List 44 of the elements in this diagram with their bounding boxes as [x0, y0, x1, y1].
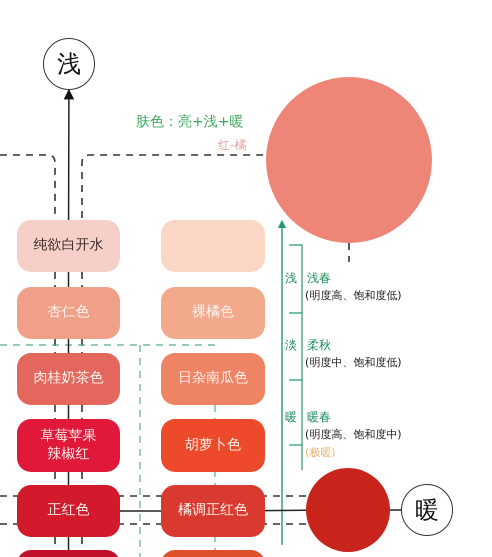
connector-line — [390, 509, 401, 511]
tone-marker: 浅 — [285, 270, 297, 287]
tone-marker: 淡 — [285, 337, 297, 354]
circle-label — [43, 38, 95, 90]
season-name: 暖春 — [307, 409, 331, 426]
tone-marker: 暖 — [285, 409, 297, 426]
color-name: 肉桂奶茶色 — [32, 370, 104, 388]
color-name: 日杂南瓜色 — [177, 370, 249, 388]
color-box — [17, 485, 120, 537]
color-name: 纯欲白开水 — [32, 237, 104, 255]
color-name: 橘调正红色 — [177, 502, 249, 520]
color-box — [161, 287, 265, 339]
connector-line — [68, 405, 70, 419]
axis-label: 浅 — [57, 49, 81, 79]
color-box — [17, 287, 120, 339]
color-name: 草莓苹果辣椒红 — [40, 428, 98, 463]
connector-line — [68, 472, 70, 485]
arrow — [64, 88, 74, 220]
color-box — [161, 485, 265, 537]
circle-label — [401, 484, 453, 536]
color-box — [161, 419, 265, 472]
color-box — [17, 353, 120, 405]
connector-line — [265, 510, 306, 512]
connector-line — [68, 272, 70, 287]
color-name: 杏仁色 — [46, 304, 90, 322]
season-name: 柔秋 — [307, 337, 331, 354]
axis-label: 暖 — [415, 495, 439, 525]
skin-tone-note: 肤色：亮+浅+暖 — [136, 113, 244, 131]
color-name: 裸橘色 — [191, 304, 235, 322]
connector-line — [68, 339, 70, 353]
connector-line — [68, 537, 70, 550]
connector-line — [120, 510, 161, 512]
color-name: 正红色 — [46, 502, 90, 520]
season-description: (明度高、饱和度中) — [305, 427, 402, 442]
color-swatch-box — [161, 220, 265, 272]
season-description: (明度中、饱和度低) — [305, 355, 402, 370]
color-box — [161, 353, 265, 405]
color-range-note: 红-橘 — [218, 137, 246, 154]
season-note: (极暖) — [305, 445, 336, 460]
season-description: (明度高、饱和度低) — [305, 288, 402, 303]
color-name: 胡萝卜色 — [184, 436, 242, 454]
color-box — [17, 220, 120, 272]
color-box — [17, 419, 120, 472]
season-name: 浅春 — [307, 270, 331, 287]
